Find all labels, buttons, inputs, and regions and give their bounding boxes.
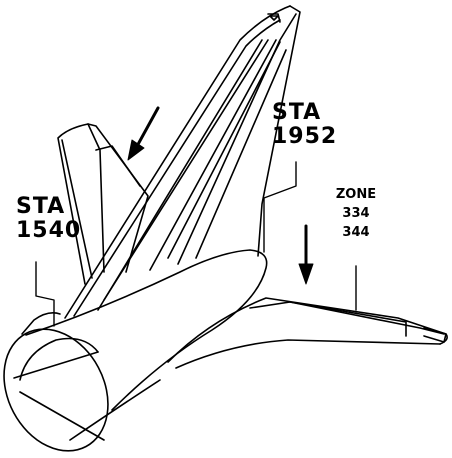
fin-spar-4 [168, 42, 280, 258]
left-stabilizer-leading-edge [62, 140, 92, 278]
zone-code-344: 344 [342, 225, 370, 240]
arrow-lower [299, 226, 313, 284]
rudder-trailing [196, 50, 286, 258]
fuselage-lower-contour [70, 380, 160, 440]
right-stabilizer-leading-edge [168, 298, 447, 362]
sta-1540-leader [36, 262, 54, 326]
fuselage-tail-cone [0, 250, 267, 453]
vertical-fin [65, 6, 300, 318]
sta-1952-line1: STA [272, 100, 322, 125]
tail-cone-section-line [20, 392, 104, 440]
fin-leading-edge-inner [74, 20, 280, 316]
fin-leading-edge [65, 6, 290, 318]
zone-title: ZONE [335, 187, 377, 202]
sta-1952-line2: 1952 [272, 124, 338, 149]
fin-trailing-edge [258, 6, 300, 256]
zone-code-334: 334 [342, 206, 370, 221]
right-stabilizer-tip [424, 328, 446, 342]
tail-cone-opening [0, 311, 128, 453]
right-stabilizer-panel [250, 302, 406, 336]
fin-tip-cap [268, 14, 280, 22]
fin-tip-marker [270, 16, 278, 20]
sta-1952-label: STA 1952 [272, 102, 337, 148]
rudder-hinge-line [178, 14, 296, 264]
sta-1540-label: STA 1540 [16, 196, 81, 242]
sta-1540-line1: STA [16, 194, 66, 219]
tail-cone-section-line-2 [14, 352, 98, 378]
fuselage-upper-contour [26, 250, 267, 410]
right-stabilizer-trailing-edge [176, 340, 440, 368]
right-stabilizer-elevator [290, 302, 444, 334]
zone-label: ZONE 334 344 [334, 188, 378, 239]
fuselage-side-line [22, 313, 60, 334]
fin-spar-3 [150, 40, 276, 270]
left-stabilizer-panel [96, 146, 140, 186]
left-stabilizer-elevator-line [88, 124, 104, 272]
left-horizontal-stabilizer [58, 124, 148, 284]
right-horizontal-stabilizer [168, 298, 447, 368]
sta-1952-leader [264, 162, 296, 252]
arrow-upper [128, 108, 158, 160]
fin-spar-2 [104, 40, 268, 300]
leader-lines [36, 162, 356, 326]
tail-cone-inner-arc [20, 339, 98, 381]
sta-1540-line2: 1540 [16, 218, 82, 243]
left-stabilizer-outline [58, 124, 148, 284]
